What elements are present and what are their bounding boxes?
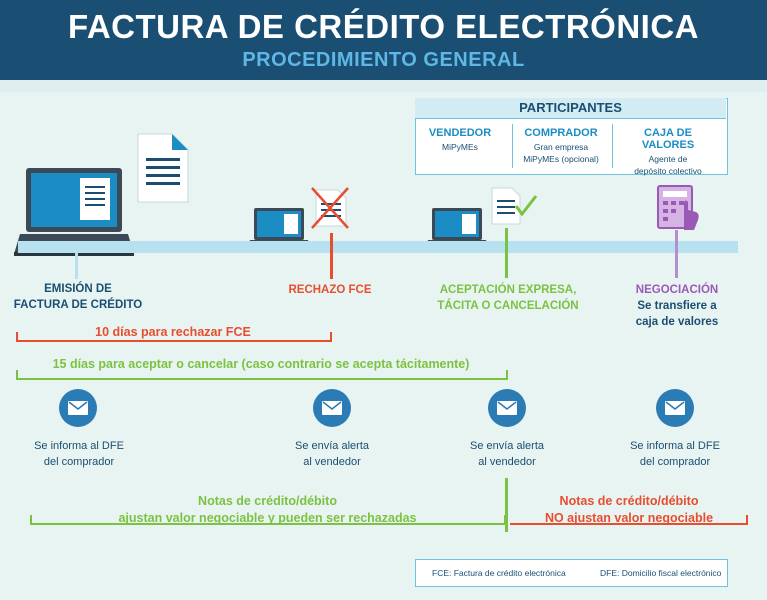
message-line: al vendedor xyxy=(478,456,536,468)
step-label-negotiation: NEGOCIACIÓN Se transfiere a caja de valo… xyxy=(612,282,742,330)
notes-left-bracket xyxy=(30,515,506,525)
negotiation-terminal-icon xyxy=(657,185,699,230)
legend-fce: FCE: Factura de crédito electrónica xyxy=(432,568,566,578)
participants-divider xyxy=(612,124,613,168)
accept-period-bracket xyxy=(16,370,508,380)
participant-desc: MiPyMEs xyxy=(442,142,478,152)
participants-heading: PARTICIPANTES xyxy=(415,98,726,119)
notes-left: Notas de crédito/débito ajustan valor ne… xyxy=(30,493,505,527)
participant-desc: Gran empresa xyxy=(533,142,589,152)
step-label-line: EMISIÓN DE xyxy=(44,283,112,295)
header-band xyxy=(0,0,767,80)
timeline-marker xyxy=(505,228,508,278)
participants-divider xyxy=(512,124,513,168)
accept-period-label: 15 días para aceptar o cancelar (caso co… xyxy=(52,357,470,371)
email-circle xyxy=(488,389,526,427)
message-line: Se informa al DFE xyxy=(630,440,720,452)
message-line: Se envía alerta xyxy=(295,440,369,452)
envelope-icon xyxy=(665,401,685,415)
step-label-rejection: RECHAZO FCE xyxy=(270,282,390,298)
header-stripe xyxy=(0,80,767,92)
step-label-line: caja de valores xyxy=(635,316,719,328)
step-label-line: NEGOCIACIÓN xyxy=(635,284,719,296)
envelope-icon xyxy=(322,401,342,415)
timeline-marker xyxy=(675,230,678,278)
message-text: Se informa al DFE del comprador xyxy=(9,438,149,470)
page-subtitle: PROCEDIMIENTO GENERAL xyxy=(242,49,525,71)
message-line: al vendedor xyxy=(303,456,361,468)
participant-desc: Agente de xyxy=(648,154,688,164)
step-label-line: FACTURA DE CRÉDITO xyxy=(13,299,143,311)
step-label-acceptance: ACEPTACIÓN EXPRESA, TÁCITA O CANCELACIÓN xyxy=(428,282,588,314)
illustration-layer xyxy=(14,133,699,256)
reject-period-bracket xyxy=(16,332,332,342)
participant-buyer: COMPRADOR Gran empresa MiPyMEs (opcional… xyxy=(511,127,611,165)
message-line: Se informa al DFE xyxy=(34,440,124,452)
message-line: del comprador xyxy=(639,456,711,468)
document-icon xyxy=(137,133,189,203)
notes-divider xyxy=(505,478,508,532)
participant-desc: MiPyMEs (opcional) xyxy=(523,154,599,164)
reject-period-label: 10 días para rechazar FCE xyxy=(95,325,251,339)
participant-name: CAJA DE VALORES xyxy=(641,127,695,151)
notes-line: NO ajustan valor negociable xyxy=(544,511,714,525)
message-text: Se informa al DFE del comprador xyxy=(605,438,745,470)
timeline-bar xyxy=(18,241,738,253)
message-line: Se envía alerta xyxy=(470,440,544,452)
email-circle xyxy=(313,389,351,427)
step-label-line: RECHAZO FCE xyxy=(288,284,372,296)
notes-right-bracket xyxy=(510,515,748,525)
step-label-line: ACEPTACIÓN EXPRESA, xyxy=(439,284,577,296)
envelope-icon xyxy=(68,401,88,415)
timeline-marker xyxy=(75,253,78,279)
notes-line: Notas de crédito/débito xyxy=(559,494,699,508)
participant-name: COMPRADOR xyxy=(524,127,598,139)
participant-desc: depósito colectivo xyxy=(634,166,702,176)
page-title: FACTURA DE CRÉDITO ELECTRÓNICA xyxy=(67,8,699,45)
participant-name: VENDEDOR xyxy=(428,127,492,139)
step-label-line: TÁCITA O CANCELACIÓN xyxy=(437,300,579,312)
participant-seller: VENDEDOR MiPyMEs xyxy=(410,127,510,153)
message-text: Se envía alerta al vendedor xyxy=(262,438,402,470)
participant-custody: CAJA DE VALORES Agente de depósito colec… xyxy=(618,127,718,177)
accepted-document-icon xyxy=(491,187,538,225)
notes-line: Notas de crédito/débito xyxy=(198,494,337,508)
legend-box xyxy=(415,559,728,587)
email-circle xyxy=(59,389,97,427)
notes-line: ajustan valor negociable y pueden ser re… xyxy=(118,511,417,525)
notes-right: Notas de crédito/débito NO ajustan valor… xyxy=(510,493,748,527)
message-line: del comprador xyxy=(43,456,115,468)
legend-dfe: DFE: Domicilio fiscal electrónico xyxy=(600,568,722,578)
timeline-marker xyxy=(330,233,333,279)
envelope-icon xyxy=(497,401,517,415)
step-label-line: Se transfiere a xyxy=(637,300,717,312)
rejected-document-icon xyxy=(311,187,349,229)
message-text: Se envía alerta al vendedor xyxy=(437,438,577,470)
email-circle xyxy=(656,389,694,427)
step-label-emission: EMISIÓN DE FACTURA DE CRÉDITO xyxy=(8,281,148,313)
